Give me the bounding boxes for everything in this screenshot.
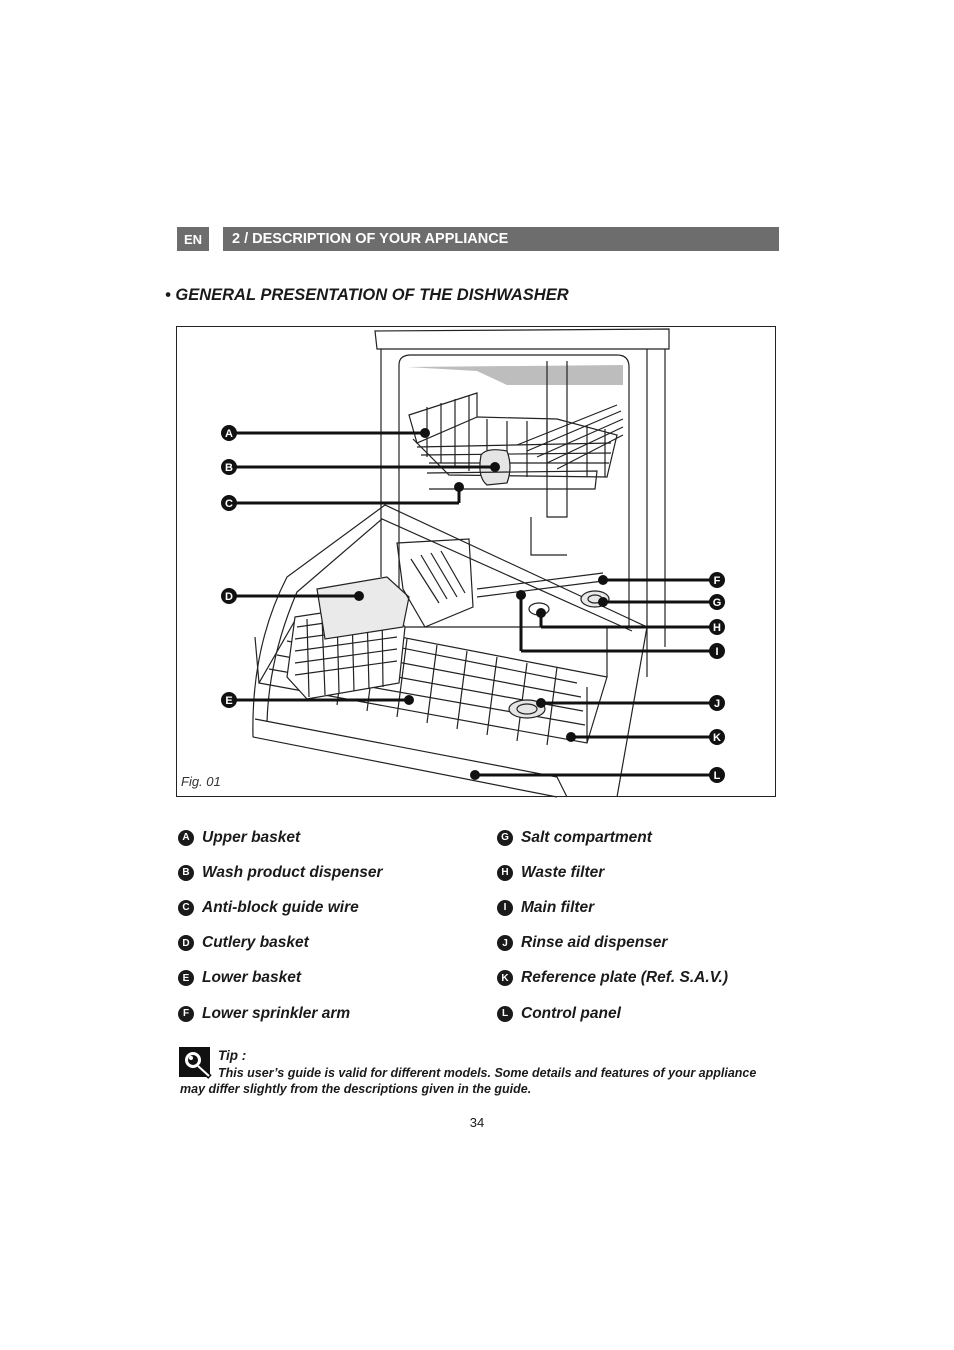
callout-badge: [709, 729, 725, 745]
dishwasher-drawing: [252, 328, 670, 798]
callout-badge: [221, 495, 237, 511]
legend-letter: H: [497, 864, 513, 881]
legend-letter: G: [497, 829, 513, 846]
callout-badge: [221, 459, 237, 475]
tip-title: Tip :: [218, 1048, 247, 1063]
callout-letter: J: [714, 698, 720, 710]
legend-letter: B: [178, 864, 194, 881]
legend-item: L Control panel: [497, 996, 728, 1031]
legend-letter: C: [178, 899, 194, 916]
legend-label: Lower sprinkler arm: [202, 1004, 351, 1022]
legend-label: Control panel: [521, 1004, 621, 1022]
callout-letter: B: [225, 462, 233, 474]
legend-label: Salt compartment: [521, 828, 652, 846]
page-heading: • GENERAL PRESENTATION OF THE DISHWASHER: [165, 286, 569, 304]
callout-letter: K: [713, 732, 721, 744]
callout-letter: F: [714, 575, 721, 587]
legend-letter: D: [178, 935, 194, 952]
callout-letter: I: [715, 646, 718, 658]
callout-lines: [229, 431, 717, 777]
legend-item: B Wash product dispenser: [178, 855, 383, 890]
legend-item: A Upper basket: [178, 820, 383, 855]
legend-item: D Cutlery basket: [178, 926, 383, 961]
legend-item: I Main filter: [497, 890, 728, 925]
legend-label: Rinse aid dispenser: [521, 934, 668, 952]
callout-letter: E: [225, 695, 232, 707]
legend-item: E Lower basket: [178, 961, 383, 996]
legend-letter: A: [178, 829, 194, 846]
callout-letter: H: [713, 622, 721, 634]
legend-label: Waste filter: [521, 863, 605, 881]
legend-letter: J: [497, 935, 513, 952]
legend-label: Lower basket: [202, 969, 302, 987]
legend-item: G Salt compartment: [497, 820, 728, 855]
dishwasher-illustration: A B C D E FG HI J K L: [221, 328, 725, 798]
callout-badge: [709, 619, 725, 635]
callout-dots: [354, 428, 608, 780]
callout-letter: G: [713, 597, 722, 609]
legend-letter: E: [178, 970, 194, 987]
callout-badge: [709, 767, 725, 783]
legend-letter: K: [497, 970, 513, 987]
tip-text: This user’s guide is valid for different…: [180, 1066, 757, 1096]
magnifier-icon: [179, 1047, 212, 1079]
callout-letter: L: [714, 770, 721, 782]
page-number: 34: [469, 1115, 485, 1130]
legend-label: Cutlery basket: [202, 934, 309, 952]
callout-badge: [709, 695, 725, 711]
legend-item: K Reference plate (Ref. S.A.V.): [497, 961, 728, 996]
callout-letter: D: [225, 591, 233, 603]
callout-badge: [221, 425, 237, 441]
legend-item: C Anti-block guide wire: [178, 890, 383, 925]
callout-badge: [221, 588, 237, 604]
callout-letter: A: [225, 428, 233, 440]
figure-caption: Fig. 01: [181, 774, 221, 789]
legend-label: Reference plate (Ref. S.A.V.): [521, 969, 729, 987]
section-title: 2 / DESCRIPTION OF YOUR APPLIANCE: [223, 227, 779, 251]
callout-badge: [221, 692, 237, 708]
legend-label: Wash product dispenser: [202, 863, 383, 881]
callout-letter: C: [225, 498, 233, 510]
legend-label: Main filter: [521, 898, 595, 916]
callout-badge: [709, 594, 725, 610]
legend-label: Anti-block guide wire: [202, 898, 359, 916]
legend-right: G Salt compartment H Waste filter I Main fi…: [497, 820, 728, 1031]
legend-item: H Waste filter: [497, 855, 728, 890]
legend-item: F Lower sprinkler arm: [178, 996, 383, 1031]
legend-label: Upper basket: [202, 828, 301, 846]
callout-badge: [709, 572, 725, 588]
callout-badge: [709, 643, 725, 659]
legend-letter: L: [497, 1005, 513, 1022]
legend-item: J Rinse aid dispenser: [497, 926, 728, 961]
legend-letter: I: [497, 899, 513, 916]
legend-letter: F: [178, 1005, 194, 1022]
language-badge: EN: [177, 227, 209, 251]
